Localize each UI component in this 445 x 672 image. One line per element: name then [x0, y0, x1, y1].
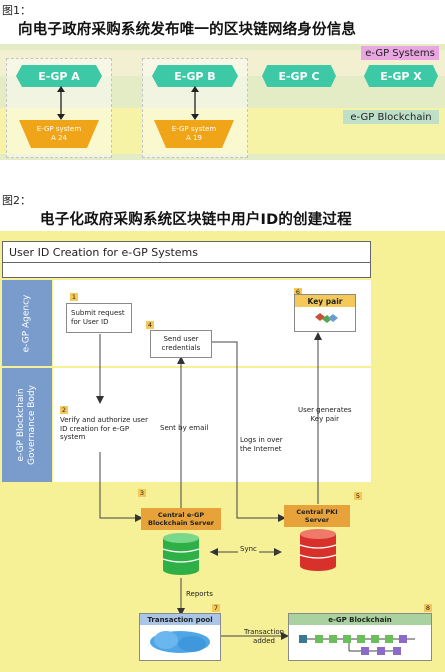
figure2-caption: 图2： [2, 194, 31, 207]
label-transaction-added: Transaction added [244, 628, 284, 645]
step-3-number: 3 [138, 489, 146, 497]
label-user-generates-line1: User generates [298, 406, 352, 414]
egp-blockchain-box: e-GP Blockchain [288, 613, 432, 661]
transaction-pool-box: Transaction pool [139, 613, 221, 661]
label-user-generates: User generates Key pair [298, 406, 352, 423]
label-logs-in-line1: Logs in over [240, 436, 283, 444]
step-7-number: 7 [212, 604, 220, 612]
key-pair-icon [315, 313, 338, 323]
label-tx-line2: added [253, 636, 275, 645]
label-sync: Sync [238, 545, 259, 554]
step-send-credentials: Send user credentials [150, 330, 212, 358]
label-user-generates-line2: Key pair [310, 414, 340, 423]
step-2-line3: system [60, 433, 86, 441]
step-1-number: 1 [70, 293, 78, 301]
label-logs-in-line2: the Internet [240, 444, 282, 453]
layer-label-blockchain: e-GP Blockchain [343, 110, 439, 124]
system-a19-line1: E-GP system [171, 125, 217, 133]
step-verify-authorize: Verify and authorize user ID creation fo… [60, 416, 150, 442]
blockchain-chain-icon [299, 635, 415, 655]
egp-blockchain-title: e-GP Blockchain [289, 614, 431, 625]
step-5-line2: Server [304, 516, 330, 524]
arrow-b [191, 86, 199, 120]
step-1-line1: Submit request [71, 309, 125, 317]
step-8-number: 8 [424, 604, 432, 612]
step-3-line1: Central e-GP [157, 511, 205, 519]
step-4-line2: credentials [161, 344, 201, 352]
step-4-line1: Send user [163, 335, 199, 343]
key-pair-box: Key pair [294, 294, 356, 332]
figure1-panel: e-GP Systems e-GP Blockchain E-GP A E-GP… [0, 44, 445, 160]
transaction-pool-title: Transaction pool [140, 614, 220, 625]
step-5-line1: Central PKI [296, 508, 338, 516]
node-egp-x: E-GP X [364, 65, 438, 87]
node-egp-c: E-GP C [262, 65, 336, 87]
step-5-number: 5 [354, 492, 362, 500]
step-3-line2: Blockchain Server [148, 519, 214, 527]
key-pair-title: Key pair [295, 295, 355, 307]
central-pki-server-header: Central PKI Server [284, 505, 350, 527]
figure1-title: 向电子政府采购系统发布唯一的区块链网络身份信息 [18, 22, 357, 38]
transaction-cloud-icon [150, 631, 210, 653]
system-a24: E-GP system A 24 [19, 120, 99, 148]
arrow-a [57, 86, 65, 120]
label-logs-in: Logs in over the Internet [240, 436, 283, 453]
system-a24-line2: A 24 [51, 134, 67, 142]
step-2-line1: Verify and authorize user [60, 416, 148, 424]
label-tx-line1: Transaction [244, 628, 285, 636]
label-sent-by-email: Sent by email [160, 424, 209, 432]
blockchain-database-icon [162, 533, 200, 575]
layer-label-systems: e-GP Systems [361, 46, 439, 60]
pki-database-icon [299, 529, 337, 571]
step-1-line2: for User ID [71, 318, 109, 326]
node-egp-a: E-GP A [16, 65, 102, 87]
step-6-number: 6 [294, 288, 302, 296]
diagram-header: User ID Creation for e-GP Systems [2, 241, 371, 263]
step-2-number: 2 [60, 406, 68, 414]
figure2-title: 电子化政府采购系统区块链中用户ID的创建过程 [40, 212, 352, 228]
step-submit-request: Submit request for User ID [66, 303, 132, 333]
label-reports: Reports [186, 590, 213, 598]
lane-governance: e-GP Blockchain Governance Body [2, 368, 52, 482]
header-strip [2, 263, 371, 278]
system-a19: E-GP system A 19 [154, 120, 234, 148]
system-a24-line1: E-GP system [36, 125, 82, 133]
system-a19-line2: A 19 [186, 134, 202, 142]
node-egp-b: E-GP B [152, 65, 238, 87]
figure1-caption: 图1： [2, 4, 31, 17]
central-blockchain-server-header: Central e-GP Blockchain Server [141, 508, 221, 530]
step-4-number: 4 [146, 321, 154, 329]
lane-agency: e-GP Agency [2, 280, 52, 366]
step-2-line2: ID creation for e-GP [60, 424, 130, 433]
